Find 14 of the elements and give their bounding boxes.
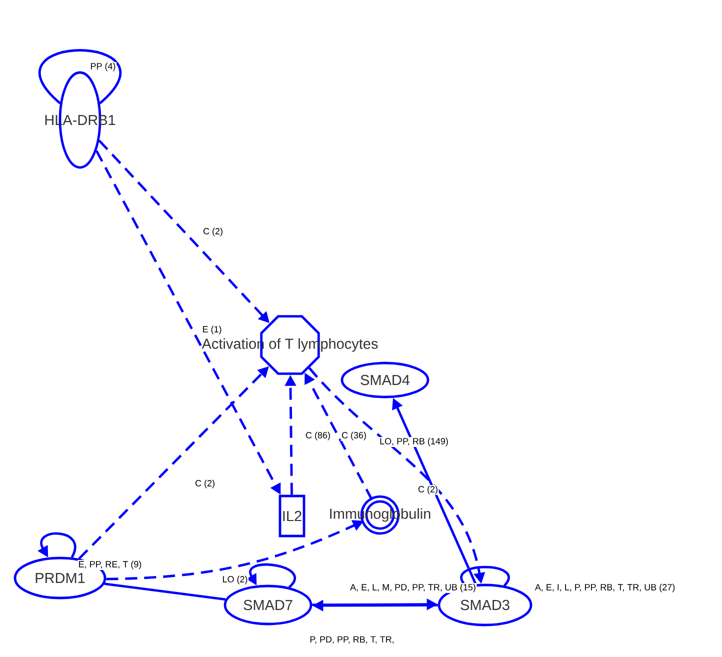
edge-label: PP (4) bbox=[89, 62, 117, 72]
edge-label: P, PD, PP, RB, T, TR, bbox=[308, 636, 396, 644]
gene-box: IL2 bbox=[278, 494, 306, 538]
edge-label: E (1) bbox=[201, 325, 223, 335]
edge-label: C (36) bbox=[340, 431, 368, 441]
edge-label: A, E, I, L, P, PP, RB, T, TR, UB (27) bbox=[534, 583, 676, 593]
edge-label: C (2) bbox=[417, 485, 439, 495]
edge-label: C (2) bbox=[194, 479, 216, 489]
edge-label: C (2) bbox=[202, 227, 224, 237]
edge-label: LO (2) bbox=[221, 575, 249, 585]
edge-label: LO, PP, RB (149) bbox=[378, 437, 450, 447]
edge-label: E, PP, RE, T (9) bbox=[78, 560, 142, 570]
edge-label: A, E, L, M, PD, PP, TR, UB (15) bbox=[349, 583, 477, 593]
edge-label: C (86) bbox=[304, 431, 332, 441]
